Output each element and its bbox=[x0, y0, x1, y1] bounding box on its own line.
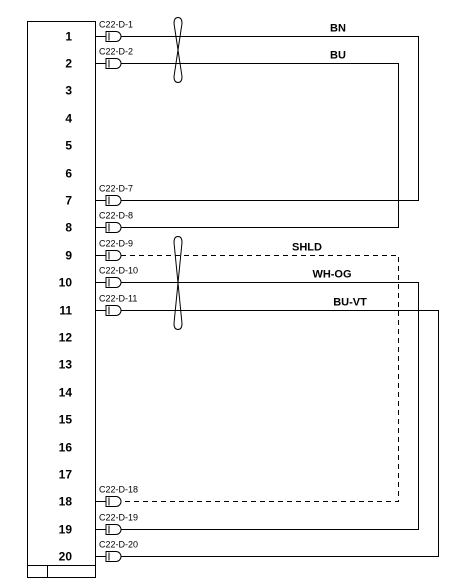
connector-label: C22-D-2 bbox=[99, 47, 133, 57]
pin-contact-icon bbox=[105, 195, 122, 206]
pin-14: 14 bbox=[59, 386, 73, 400]
connector-label: C22-D-1 bbox=[99, 20, 133, 30]
pin-2: 2 C22-D-2 bbox=[65, 47, 133, 71]
pin-number: 13 bbox=[59, 358, 73, 372]
pin-number: 16 bbox=[59, 441, 73, 455]
pin-contact-icon bbox=[105, 58, 122, 69]
pin-number: 20 bbox=[59, 550, 73, 564]
pin-number: 12 bbox=[59, 331, 73, 345]
connector-label: C22-D-8 bbox=[99, 211, 133, 221]
pin-1: 1 C22-D-1 bbox=[65, 20, 133, 44]
pin-8: 8 C22-D-8 bbox=[65, 211, 133, 235]
pin-6: 6 bbox=[65, 167, 72, 181]
wire-label: BU bbox=[330, 50, 346, 62]
pin-5: 5 bbox=[65, 139, 72, 153]
pin-contact-icon bbox=[105, 524, 122, 535]
pin-4: 4 bbox=[65, 112, 72, 126]
pin-number: 18 bbox=[59, 495, 73, 509]
wire-wh-og bbox=[121, 282, 419, 530]
connector-label: C22-D-7 bbox=[99, 184, 133, 194]
pin-19: 19 C22-D-19 bbox=[59, 513, 138, 537]
wire-bu-vt bbox=[121, 310, 439, 557]
wire-layer: BN BU SHLD WH-OG BU-VT bbox=[121, 23, 439, 557]
pin-number: 14 bbox=[59, 386, 73, 400]
pin-contact-icon bbox=[105, 305, 122, 316]
connector-label: C22-D-11 bbox=[99, 294, 137, 304]
pin-layer: 1C22-D-12C22-D-234567C22-D-78C22-D-89C22… bbox=[59, 20, 138, 564]
pin-13: 13 bbox=[59, 358, 73, 372]
pin-number: 5 bbox=[65, 139, 72, 153]
pin-contact-icon bbox=[105, 31, 122, 42]
pin-18: 18 C22-D-18 bbox=[59, 485, 138, 509]
wire-label: BU-VT bbox=[333, 297, 367, 309]
pin-number: 3 bbox=[65, 84, 72, 98]
pin-number: 6 bbox=[65, 167, 72, 181]
connector-label: C22-D-19 bbox=[99, 513, 138, 523]
pin-number: 10 bbox=[59, 276, 73, 290]
pin-contact-icon bbox=[105, 222, 122, 233]
pin-number: 1 bbox=[65, 30, 72, 44]
wire-bu bbox=[121, 63, 399, 228]
twisted-pair-icon bbox=[173, 16, 183, 84]
pin-11: 11 C22-D-11 bbox=[59, 294, 137, 318]
pin-15: 15 bbox=[59, 413, 73, 427]
pin-16: 16 bbox=[59, 441, 73, 455]
pin-number: 9 bbox=[65, 249, 72, 263]
pin-number: 2 bbox=[65, 57, 72, 71]
connector-label: C22-D-18 bbox=[99, 485, 138, 495]
wire-label: BN bbox=[330, 23, 346, 35]
pin-number: 11 bbox=[59, 304, 72, 318]
connector-label: C22-D-20 bbox=[99, 540, 138, 550]
pin-contact-icon bbox=[105, 496, 122, 507]
connector-block-inner bbox=[27, 21, 96, 566]
pin-9: 9 C22-D-9 bbox=[65, 239, 133, 263]
twist-layer bbox=[173, 16, 183, 331]
pin-7: 7 C22-D-7 bbox=[65, 184, 133, 208]
pin-10: 10 C22-D-10 bbox=[59, 266, 138, 290]
pin-contact-icon bbox=[105, 551, 122, 562]
pin-number: 15 bbox=[59, 413, 73, 427]
pin-number: 4 bbox=[65, 112, 72, 126]
pin-3: 3 bbox=[65, 84, 72, 98]
pin-number: 7 bbox=[65, 194, 72, 208]
pin-number: 8 bbox=[65, 221, 72, 235]
pin-contact-icon bbox=[105, 277, 122, 288]
pin-12: 12 bbox=[59, 331, 73, 345]
connector-label: C22-D-10 bbox=[99, 266, 138, 276]
wire-shld bbox=[121, 255, 399, 502]
pin-20: 20 C22-D-20 bbox=[59, 540, 138, 564]
twisted-pair-icon bbox=[173, 235, 183, 331]
connector-label: C22-D-9 bbox=[99, 239, 133, 249]
pin-number: 17 bbox=[59, 468, 73, 482]
pin-number: 19 bbox=[59, 523, 73, 537]
wire-bn bbox=[121, 36, 419, 201]
pin-contact-icon bbox=[105, 250, 122, 261]
pin-17: 17 bbox=[59, 468, 73, 482]
wire-label: WH-OG bbox=[312, 269, 351, 281]
wire-label: SHLD bbox=[292, 242, 322, 254]
